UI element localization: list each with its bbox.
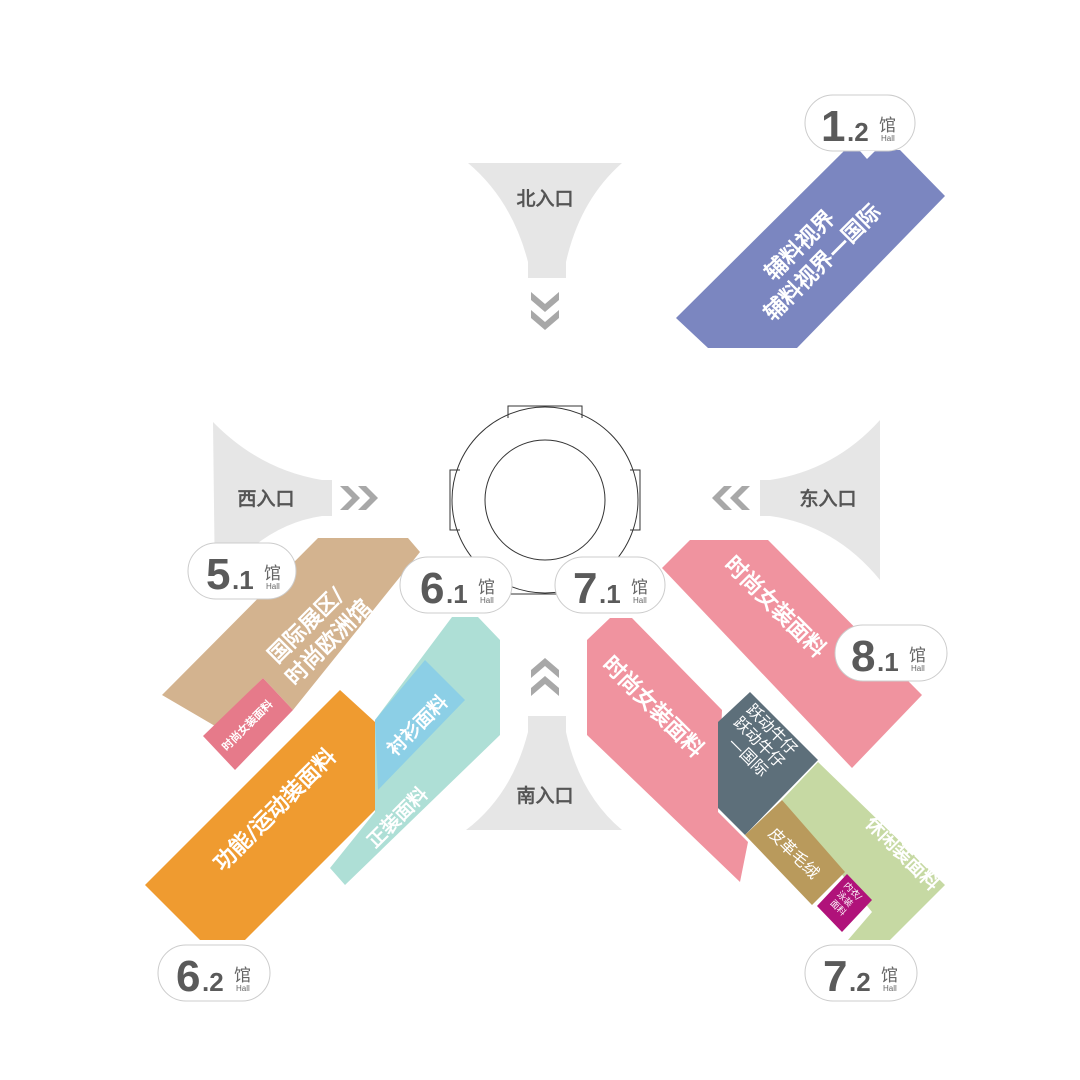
hall-sub-number: .2 <box>849 967 871 997</box>
hall-1-2-zone[interactable]: 辅料视界 辅料视界—国际 <box>676 150 945 348</box>
hall-en: Hall <box>633 596 647 605</box>
north-entrance[interactable]: 北入口 <box>468 163 622 330</box>
hall-6-1-shirt-zone <box>375 660 465 790</box>
hall-label-1-2[interactable]: 1 .2 馆 Hall <box>804 94 916 159</box>
hall-number: 6 <box>176 952 200 1001</box>
hall-sub-number: .1 <box>599 579 621 609</box>
hall-label-7-2[interactable]: 7 .2 馆 Hall <box>804 944 918 1002</box>
hall-unit: 馆 <box>264 564 281 584</box>
hall-label-7-1[interactable]: 7 .1 馆 Hall <box>554 556 666 614</box>
hall-unit: 馆 <box>234 966 251 986</box>
hall-en: Hall <box>480 596 494 605</box>
hall-en: Hall <box>266 582 280 591</box>
hall-6-1-zone[interactable]: 衬衫面料 正装面料 <box>330 617 500 885</box>
hall-label-5-1[interactable]: 5 .1 馆 Hall <box>187 542 297 600</box>
hall-sub-number: .2 <box>202 967 224 997</box>
central-plaza <box>449 405 641 595</box>
hall-number: 6 <box>420 564 444 613</box>
north-entrance-label: 北入口 <box>516 188 573 210</box>
chevron-down-icon <box>531 292 559 330</box>
hall-unit: 馆 <box>478 578 495 598</box>
hall-number: 5 <box>206 550 230 599</box>
hall-number: 8 <box>851 632 875 681</box>
hall-number: 7 <box>573 564 597 613</box>
north-entrance-funnel <box>468 163 622 278</box>
chevron-right-icon <box>340 486 378 510</box>
hall-sub-number: .1 <box>446 579 468 609</box>
hall-en: Hall <box>881 134 895 143</box>
hall-number: 7 <box>823 952 847 1001</box>
south-entrance[interactable]: 南入口 <box>466 658 622 830</box>
hall-label-6-1[interactable]: 6 .1 馆 Hall <box>399 556 513 614</box>
hall-sub-number: .1 <box>232 565 254 595</box>
hall-unit: 馆 <box>631 578 648 598</box>
west-entrance-label: 西入口 <box>237 488 294 510</box>
hall-en: Hall <box>236 984 250 993</box>
east-entrance-funnel <box>760 420 880 580</box>
hall-en: Hall <box>911 664 925 673</box>
east-entrance-label: 东入口 <box>799 487 856 510</box>
hall-label-6-2[interactable]: 6 .2 馆 Hall <box>157 944 271 1002</box>
hall-8-1-zone[interactable]: 时尚女装面料 <box>662 540 922 768</box>
south-entrance-funnel <box>466 716 622 830</box>
hall-7-2-underwear-zone[interactable]: 内衣/ 泳装 面料 <box>817 874 872 932</box>
hall-sub-number: .1 <box>877 647 899 677</box>
hall-label-8-1[interactable]: 8 .1 馆 Hall <box>834 624 948 682</box>
hall-unit: 馆 <box>879 116 896 136</box>
hall-en: Hall <box>883 984 897 993</box>
south-entrance-label: 南入口 <box>516 785 573 807</box>
chevron-up-icon <box>531 658 559 696</box>
chevron-left-icon <box>712 486 750 510</box>
hall-number: 1 <box>821 102 845 151</box>
hall-unit: 馆 <box>881 966 898 986</box>
hall-sub-number: .2 <box>847 117 869 147</box>
hall-unit: 馆 <box>909 646 926 666</box>
east-entrance[interactable]: 东入口 <box>712 420 880 580</box>
